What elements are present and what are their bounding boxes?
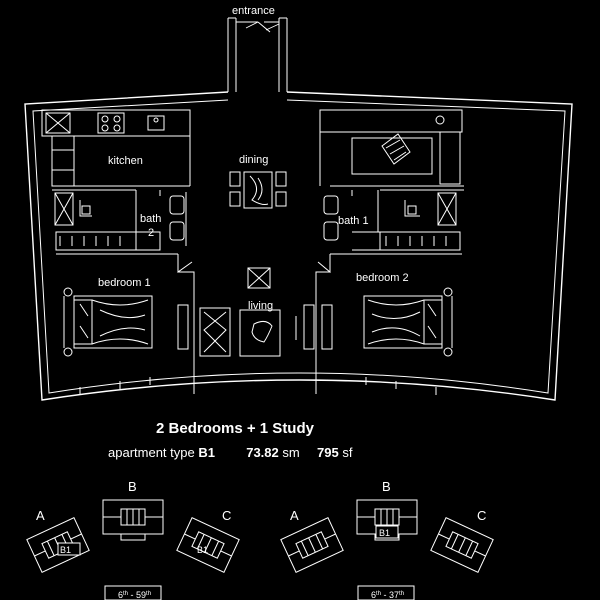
keyplan-1-block-c: [176, 517, 240, 573]
keyplan-1-floor-box: [104, 585, 162, 600]
keyplan-1-unit-box: [57, 542, 81, 556]
keyplan-1-wing-a: A: [36, 508, 45, 523]
keyplan-1-wing-b: B: [128, 479, 137, 494]
plan-subtitle: apartment type B1 73.82 sm 795 sf: [108, 445, 352, 460]
plan-title: 2 Bedrooms + 1 Study: [156, 420, 314, 437]
keyplan-1-floor-range: 6th - 59th: [118, 590, 151, 600]
label-bath2-line1: bath: [140, 213, 161, 225]
area-square-feet: 795: [316, 445, 339, 460]
keyplan-2-unit-box: [375, 525, 399, 539]
label-bedroom2: bedroom 2: [356, 272, 409, 284]
keyplan-1-block-b: [102, 499, 164, 541]
keyplan-1-unit-label-c: B1: [197, 545, 208, 555]
label-living: living: [248, 300, 273, 312]
label-bath1: bath 1: [338, 215, 369, 227]
keyplan-2-block-a: [280, 517, 344, 573]
keyplan-2: A B C B1 6th - 37th: [280, 479, 494, 600]
keyplan-2-unit-label: B1: [379, 528, 390, 538]
apartment-type-code: B1: [198, 445, 215, 460]
label-dining: dining: [239, 154, 268, 166]
label-bedroom1: bedroom 1: [98, 277, 151, 289]
area-square-meters: 73.82: [246, 445, 279, 460]
entrance-corridor: [227, 17, 288, 92]
centre-area: [189, 110, 321, 357]
label-bath2-line2: 2: [148, 227, 154, 239]
unit-sf: sf: [342, 445, 353, 460]
keyplan-1-unit-label: B1: [60, 545, 71, 555]
room-labels: entrance kitchen dining bath 2 bath 1 be…: [98, 5, 409, 312]
unit-sm: sm: [282, 445, 300, 460]
label-kitchen: kitchen: [108, 155, 143, 167]
keyplan-2-wing-a: A: [290, 508, 299, 523]
keyplan-2-floor-box: [357, 585, 415, 600]
label-entrance: entrance: [232, 5, 275, 17]
keyplan-2-floor-range: 6th - 37th: [371, 590, 404, 600]
keyplan-2-wing-b: B: [382, 479, 391, 494]
keyplan-2-wing-c: C: [477, 508, 486, 523]
outer-walls: [24, 91, 573, 401]
keyplan-1: A B C B1 B1 6th - 59th: [26, 479, 240, 600]
keyplan-2-block-c: [430, 517, 494, 573]
apartment-type-prefix: apartment type: [108, 445, 195, 460]
left-wing: [41, 109, 195, 395]
right-wing: [315, 109, 464, 395]
keyplan-1-wing-c: C: [222, 508, 231, 523]
